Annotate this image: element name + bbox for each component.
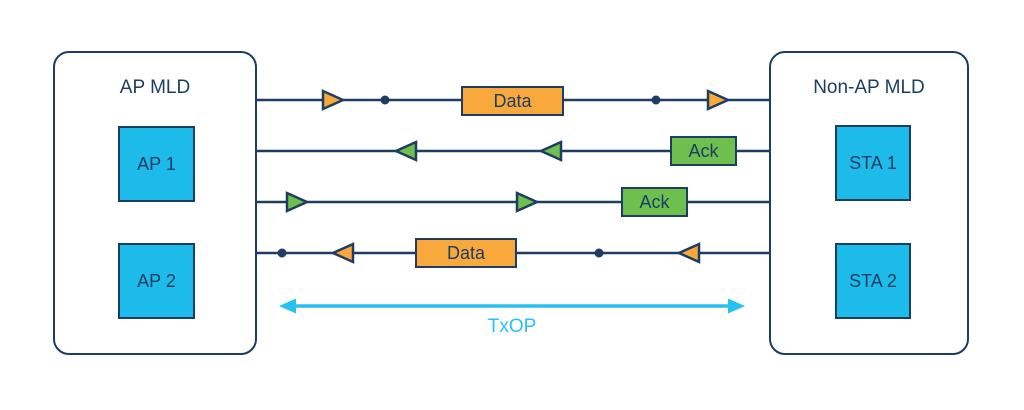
frame-boundary-dot (380, 95, 390, 105)
arrowhead-left-icon (537, 140, 563, 162)
arrowhead-right-icon (515, 191, 541, 213)
ap2-node: AP 2 (118, 243, 195, 319)
ap-mld-box: AP MLD AP 1 AP 2 (53, 51, 257, 355)
frame-boundary-dot (651, 95, 661, 105)
ap-mld-title: AP MLD (119, 77, 191, 98)
frame-label-data-downlink: Data (461, 86, 564, 116)
frame-label-ack-downlink: Ack (621, 187, 688, 217)
txop-label: TxOP (487, 316, 537, 337)
arrowhead-left-icon (329, 242, 355, 264)
frame-boundary-dot (594, 248, 604, 258)
arrowhead-right-icon (706, 89, 732, 111)
non-ap-mld-title: Non-AP MLD (813, 77, 925, 98)
frame-label-data-uplink: Data (415, 238, 517, 268)
sta1-node: STA 1 (835, 125, 911, 201)
arrowhead-right-icon (321, 89, 347, 111)
frame-label-ack-uplink: Ack (670, 136, 737, 166)
frame-boundary-dot (277, 248, 287, 258)
arrowhead-left-icon (392, 140, 418, 162)
txop-arrowhead-right-icon (728, 298, 745, 314)
arrowhead-right-icon (285, 191, 311, 213)
arrowhead-left-icon (675, 242, 701, 264)
txop-arrowhead-left-icon (279, 298, 296, 314)
ap1-node: AP 1 (118, 126, 195, 202)
sta2-node: STA 2 (835, 243, 911, 319)
non-ap-mld-box: Non-AP MLD STA 1 STA 2 (769, 51, 969, 355)
